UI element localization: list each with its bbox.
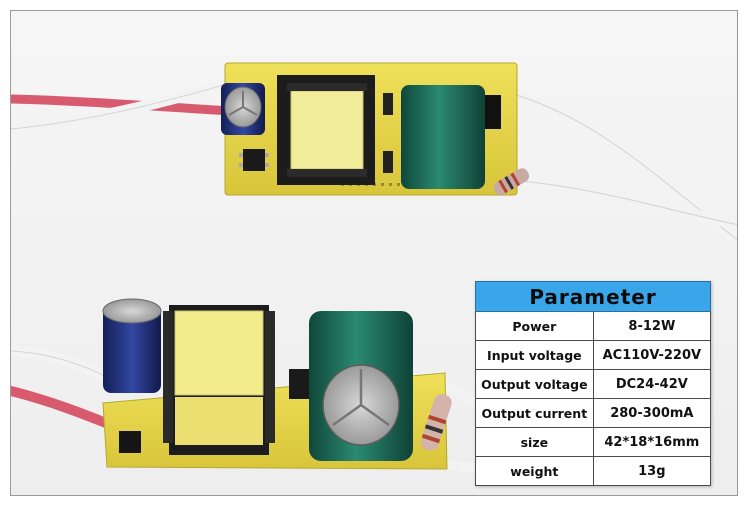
- table-row: size 42*18*16mm: [475, 427, 712, 457]
- param-key: Output current: [475, 398, 594, 428]
- param-value: 13g: [592, 456, 712, 486]
- product-photo: [11, 11, 737, 495]
- param-key: weight: [475, 456, 594, 486]
- param-value: DC24-42V: [592, 369, 712, 399]
- bottom-driver-module: [11, 298, 478, 474]
- table-header: Parameter: [475, 281, 711, 312]
- table-row: Power 8-12W: [475, 311, 712, 341]
- param-value: 280-300mA: [592, 398, 712, 428]
- table-row: Output current 280-300mA: [475, 398, 712, 428]
- table-header-row: Parameter: [475, 281, 711, 312]
- param-key: Input voltage: [475, 340, 594, 370]
- table-row: weight 13g: [475, 456, 712, 486]
- param-key: Output voltage: [475, 369, 594, 399]
- param-key: Power: [475, 311, 594, 341]
- param-key: size: [475, 427, 594, 457]
- parameter-table: Parameter Power 8-12W Input voltage AC11…: [475, 281, 712, 486]
- table-row: Output voltage DC24-42V: [475, 369, 712, 399]
- param-value: AC110V-220V: [592, 340, 712, 370]
- top-driver-module: [11, 62, 737, 247]
- param-value: 8-12W: [592, 311, 712, 341]
- image-frame: Parameter Power 8-12W Input voltage AC11…: [10, 10, 738, 496]
- table-row: Input voltage AC110V-220V: [475, 340, 712, 370]
- param-value: 42*18*16mm: [592, 427, 712, 457]
